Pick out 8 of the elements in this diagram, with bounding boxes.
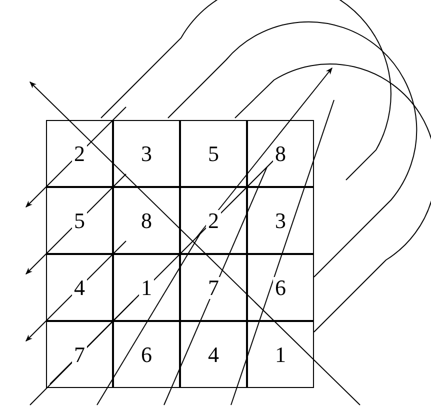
cell-number: 4 bbox=[72, 276, 87, 298]
cell-number: 2 bbox=[206, 210, 221, 232]
cell-number: 5 bbox=[72, 210, 87, 232]
cell-number: 1 bbox=[139, 276, 154, 298]
cell-number: 7 bbox=[72, 344, 87, 366]
cell-number: 2 bbox=[72, 142, 87, 164]
cell-number: 7 bbox=[206, 276, 221, 298]
cell-number: 6 bbox=[273, 276, 288, 298]
